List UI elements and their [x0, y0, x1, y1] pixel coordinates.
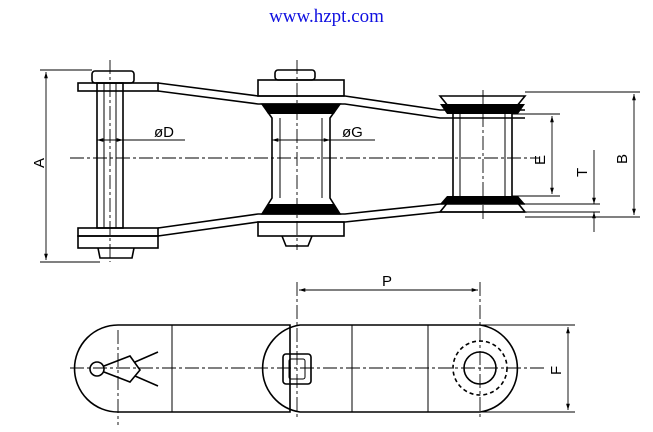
top-view: A B E T øD øG	[31, 60, 640, 263]
label-p: P	[382, 273, 392, 290]
roller-right-band-bottom	[440, 196, 525, 204]
label-d: øD	[154, 124, 174, 141]
cranked-plate-bottom-outer	[157, 211, 525, 237]
roller-middle	[260, 103, 342, 215]
side-plate-left	[73, 324, 291, 413]
roller-middle-band-top	[262, 104, 340, 114]
label-b: B	[614, 154, 631, 164]
cotter-pin	[103, 355, 142, 383]
pin-nut-bottom	[97, 247, 135, 259]
roller-middle-band-bottom	[262, 204, 340, 214]
side-plate-middle	[261, 324, 519, 413]
label-t: T	[574, 168, 591, 177]
roller-right-band-top	[440, 104, 525, 114]
outer-plate-left-bottom	[77, 227, 159, 237]
website-url: www.hzpt.com	[269, 6, 384, 27]
pin-head-top	[91, 70, 135, 84]
outer-plate-left-top	[77, 82, 159, 92]
label-f: F	[548, 366, 565, 375]
label-g: øG	[342, 124, 363, 141]
label-a: A	[31, 158, 48, 168]
middle-pin-head	[274, 69, 316, 81]
cotter-pin-eye	[89, 361, 105, 377]
side-view: P F	[70, 273, 575, 425]
label-e: E	[532, 155, 549, 165]
